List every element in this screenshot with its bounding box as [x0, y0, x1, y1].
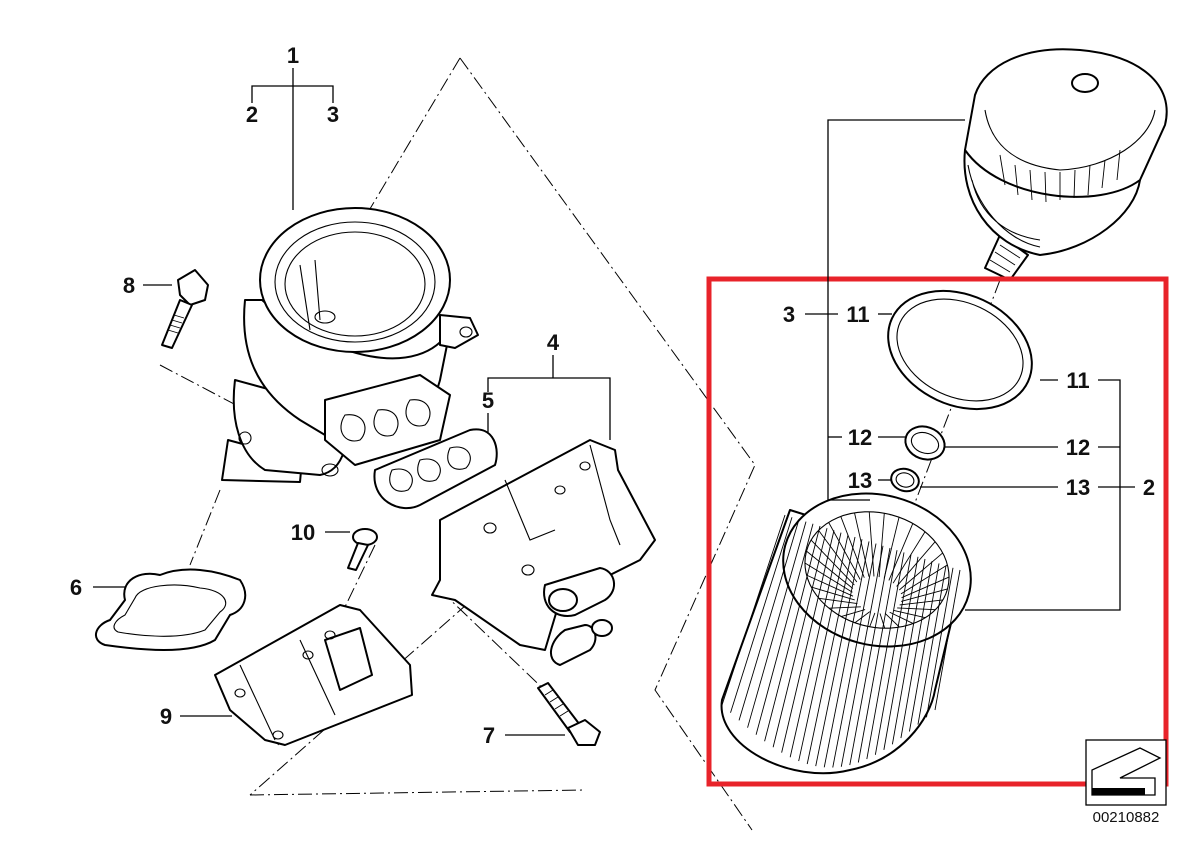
- pleat-line: [908, 563, 940, 732]
- callout-13-right: 13: [1066, 475, 1090, 500]
- pleat-line: [747, 521, 807, 728]
- inner-pleat-line: [854, 512, 870, 577]
- bolt-8: [161, 269, 209, 349]
- callout-3-top: 3: [327, 102, 339, 127]
- pleat-line: [755, 523, 814, 735]
- pleat-line: [832, 543, 877, 768]
- heat-shield: [214, 604, 413, 746]
- callout-5: 5: [482, 388, 494, 413]
- pleat-line: [772, 528, 828, 748]
- pleat-line: [917, 565, 947, 725]
- callout-1: 1: [287, 43, 299, 68]
- pleat-line: [806, 536, 856, 765]
- leader-lines: [93, 68, 1135, 736]
- oil-filter-housing: [221, 207, 479, 483]
- highlight-frame: [706, 276, 1169, 787]
- pleat-line: [874, 554, 912, 755]
- inner-pleat-line: [901, 588, 948, 602]
- inner-pleat-line: [869, 612, 876, 627]
- callout-8: 8: [123, 273, 135, 298]
- large-o-ring: [887, 289, 1033, 411]
- inner-pleat-line: [901, 576, 950, 599]
- callout-2-top: 2: [246, 102, 258, 127]
- housing-gasket: [373, 428, 498, 510]
- callout-9: 9: [160, 704, 172, 729]
- inner-pleat-line: [804, 562, 853, 593]
- pleat-line: [721, 514, 786, 706]
- pleat-line: [789, 532, 842, 758]
- pleat-line: [900, 561, 933, 739]
- doc-id: 00210882: [1093, 809, 1160, 826]
- callout-13-left: 13: [848, 468, 872, 493]
- callout-7: 7: [483, 723, 495, 748]
- callout-numbers: 1 2 3 8 4 5 6 10 7 9 3 11 11 12 12 13 13…: [70, 43, 1155, 748]
- pleat-line: [883, 556, 919, 750]
- pleat-line: [764, 525, 821, 742]
- inner-pleat-line: [811, 586, 855, 601]
- inner-pleat-line: [841, 609, 866, 617]
- inner-pleat-line: [828, 606, 861, 609]
- pleat-line: [823, 541, 870, 768]
- callout-11-ring-left: 11: [846, 302, 869, 327]
- pleat-line: [815, 539, 863, 767]
- inner-pleat-line: [810, 539, 855, 586]
- bolt-7: [537, 682, 601, 746]
- callout-11-ring-right: 11: [1066, 368, 1089, 393]
- callout-3-right: 3: [783, 302, 795, 327]
- inner-pleat-line: [806, 574, 854, 597]
- callout-2-right: 2: [1143, 475, 1155, 500]
- pleat-line: [934, 569, 961, 711]
- inner-pleat-line: [888, 523, 914, 581]
- orientation-arrow-icon: [1091, 747, 1162, 796]
- callout-12-left: 12: [848, 425, 872, 450]
- pleat-line: [849, 547, 891, 766]
- callout-10: 10: [291, 520, 315, 545]
- callout-12-right: 12: [1066, 435, 1090, 460]
- oil-filter-element: [720, 492, 972, 775]
- inner-pleat-line: [818, 597, 858, 605]
- inner-pleat-line: [893, 610, 926, 619]
- bolt-10: [347, 528, 378, 571]
- inner-pleat-line: [879, 613, 886, 629]
- oil-cooler-bracket: [431, 439, 656, 666]
- inner-pleat-line: [897, 607, 936, 611]
- inner-pleat-line: [900, 564, 948, 595]
- o-ring-13: [890, 467, 920, 493]
- filter-pleats: [721, 514, 961, 768]
- oil-filter-cap: [963, 48, 1168, 281]
- inner-pleat-line: [884, 612, 900, 628]
- inner-pleat-line: [828, 522, 861, 580]
- pleat-line: [840, 545, 884, 767]
- inner-pleat-line: [889, 611, 914, 624]
- pleat-line: [738, 519, 800, 721]
- inner-pleat-line: [878, 513, 885, 578]
- inner-pleat-line: [806, 550, 854, 589]
- inner-pleat-line: [896, 541, 936, 587]
- inner-pleat-line: [854, 611, 871, 624]
- inner-pleat-line: [840, 516, 865, 578]
- housing-seal: [95, 568, 247, 651]
- inner-pleat-line: [892, 531, 926, 584]
- inner-pleat-line: [818, 530, 858, 583]
- inner-pleat-line: [868, 511, 875, 577]
- inner-pleat-line: [883, 517, 900, 579]
- inner-pleat-line: [899, 599, 943, 606]
- pleat-line: [781, 530, 835, 753]
- o-ring-12: [904, 425, 946, 461]
- pleat-line: [857, 550, 898, 763]
- pleat-line: [866, 552, 905, 760]
- doc-id-badge: 00210882: [1085, 739, 1167, 826]
- callout-6: 6: [70, 575, 82, 600]
- filter-inner-pleats: [804, 511, 950, 629]
- pleat-line: [730, 517, 793, 713]
- callout-4: 4: [547, 330, 560, 355]
- inner-pleat-line: [898, 552, 944, 591]
- pleat-line: [926, 567, 954, 718]
- pleat-line: [798, 534, 849, 762]
